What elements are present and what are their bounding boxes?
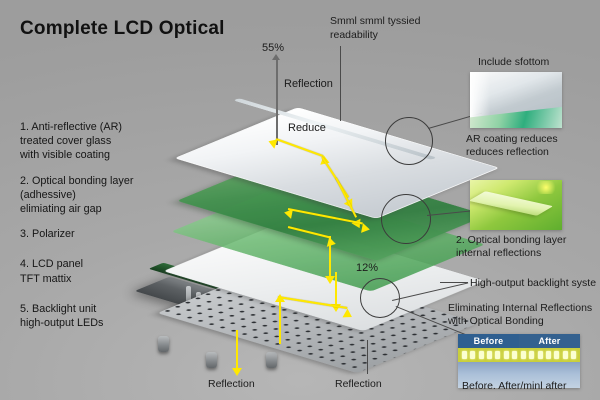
- magnifier-circle-ar: [385, 117, 433, 165]
- before-after-gradient: [458, 362, 580, 388]
- reflection-bottom-right-leader: [367, 340, 368, 374]
- before-after-caption: Before. After/minl after: [462, 380, 567, 392]
- reflection-bottom-left-label: Reflection: [208, 378, 255, 390]
- bond-caption: 2. Optical bonding layer internal reflec…: [456, 234, 567, 259]
- before-header: Before: [458, 334, 519, 348]
- reflection-top-label: Reflection: [284, 78, 333, 90]
- after-header: After: [519, 334, 580, 348]
- layer-list: 1. Anti-reflective (AR) treated cover gl…: [20, 120, 195, 341]
- page-title: Complete LCD Optical: [20, 18, 225, 39]
- optical-bonding-thumbnail: [470, 180, 562, 230]
- top-note-leader: [340, 46, 341, 121]
- percent-top-label: 55%: [262, 42, 285, 54]
- reflection-bottom-right-label: Reflection: [335, 378, 382, 390]
- list-item: 1. Anti-reflective (AR) treated cover gl…: [20, 121, 123, 162]
- before-after-panel: Before After: [458, 334, 580, 388]
- backlight-label-leader: [440, 282, 468, 283]
- percent-mid-label: 12%: [356, 262, 379, 274]
- magnifier-circle-backlight: [360, 278, 400, 318]
- list-item: 4. LCD panel TFT mattix: [20, 258, 84, 285]
- backlight-label: High-output backlight syste: [470, 277, 597, 289]
- ar-coating-thumbnail: [470, 72, 562, 128]
- list-item: 5. Backlight unit high-output LEDs: [20, 302, 104, 330]
- ar-caption: AR coating reduces reduces reflection: [466, 133, 558, 158]
- include-label: Include sfottom: [478, 56, 550, 68]
- magnifier-circle-bond: [381, 194, 431, 244]
- eliminating-title: Eliminating Internal Reflections with Op…: [448, 302, 593, 327]
- reduce-label: Reduce: [288, 122, 326, 134]
- list-item: 2. Optical bonding layer (adhessive) eli…: [20, 174, 134, 216]
- top-note: Smml smml tyssied readability: [330, 15, 421, 41]
- led-row: [458, 348, 580, 362]
- list-item: 3. Polarizer: [20, 228, 75, 241]
